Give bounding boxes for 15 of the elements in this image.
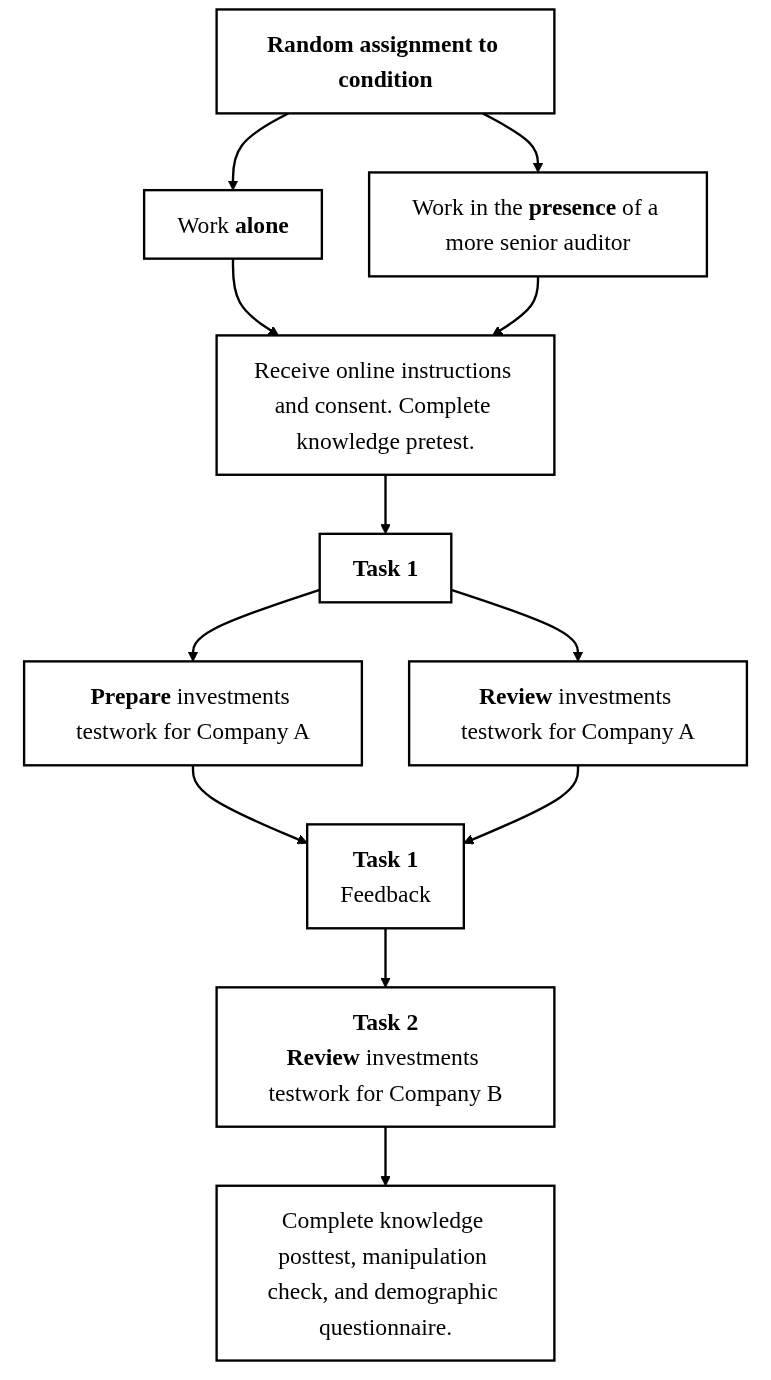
arrow: [380, 928, 391, 988]
node-box: Work in the presence of a more senior auditor: [367, 171, 709, 278]
arrow: [463, 765, 580, 845]
node-box: Review investments testwork for Company A: [407, 660, 749, 767]
node-box: Work alone: [142, 188, 324, 260]
arrow: [191, 765, 308, 845]
arrow: [492, 276, 540, 336]
node-box: Prepare investments testwork for Company A: [22, 660, 364, 767]
node-box: Task 1 Feedback: [306, 823, 465, 930]
node-box: Receive online instructions and consent. Complete knowledge pretest.: [215, 334, 556, 476]
arrow: [231, 258, 279, 336]
node-box: Task 2 Review investments testwork for Company B: [215, 986, 556, 1128]
node-box: Task 1: [318, 532, 453, 604]
node-box: Complete knowledge posttest, manipulation check, and demographic questionnaire.: [215, 1184, 556, 1362]
node-box: Random assignment to condition: [215, 8, 556, 115]
